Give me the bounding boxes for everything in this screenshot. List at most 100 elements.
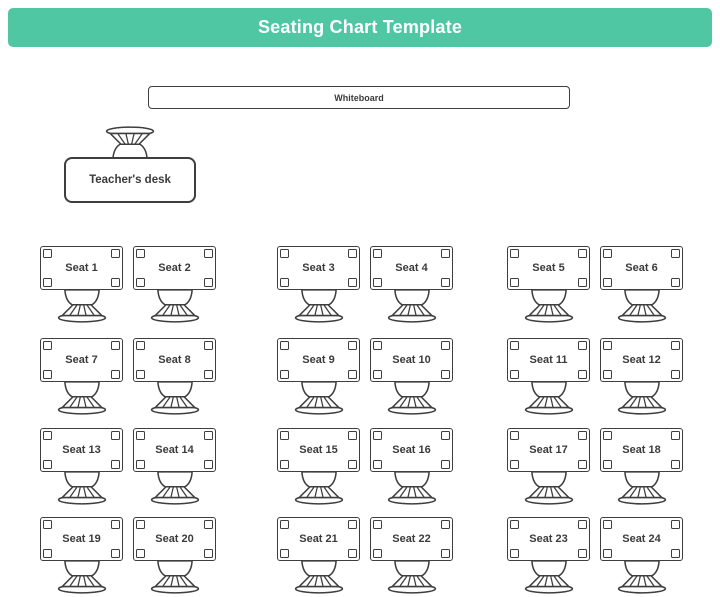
seat-group: Seat 11 Seat 12 (507, 338, 683, 417)
desk-leg (510, 341, 519, 350)
desk-leg (510, 460, 519, 469)
seat-label: Seat 2 (158, 262, 191, 274)
seat-desk-2[interactable]: Seat 2 (133, 246, 216, 290)
desk-leg (348, 460, 357, 469)
seat-desk-6[interactable]: Seat 6 (600, 246, 683, 290)
desk-leg (43, 460, 52, 469)
desk-leg (204, 278, 213, 287)
chair-icon (294, 471, 343, 505)
seat-desk-23[interactable]: Seat 23 (507, 517, 590, 561)
desk-leg (204, 370, 213, 379)
chair-icon (387, 289, 436, 323)
desk-leg (348, 249, 357, 258)
seat-desk-21[interactable]: Seat 21 (277, 517, 360, 561)
seat-label: Seat 5 (532, 262, 565, 274)
desk-leg (136, 370, 145, 379)
desk-leg (43, 341, 52, 350)
desk-leg (373, 520, 382, 529)
desk-leg (111, 341, 120, 350)
seat-desk-16[interactable]: Seat 16 (370, 428, 453, 472)
desk-leg (510, 520, 519, 529)
desk-leg (578, 341, 587, 350)
chair-icon (57, 381, 106, 415)
desk-leg (280, 520, 289, 529)
desk-leg (136, 341, 145, 350)
seat-desk-22[interactable]: Seat 22 (370, 517, 453, 561)
seat-label: Seat 11 (529, 354, 568, 366)
seat-desk-10[interactable]: Seat 10 (370, 338, 453, 382)
seat-desk-19[interactable]: Seat 19 (40, 517, 123, 561)
seat-group: Seat 9 Seat 10 (277, 338, 453, 417)
desk-leg (373, 278, 382, 287)
seat-desk-24[interactable]: Seat 24 (600, 517, 683, 561)
seat-desk-1[interactable]: Seat 1 (40, 246, 123, 290)
teacher-desk-label: Teacher's desk (89, 174, 171, 186)
desk-leg (136, 520, 145, 529)
desk-leg (603, 278, 612, 287)
seat-desk-9[interactable]: Seat 9 (277, 338, 360, 382)
chair-icon (387, 560, 436, 594)
seat-label: Seat 14 (155, 444, 194, 456)
desk-leg (348, 370, 357, 379)
whiteboard: Whiteboard (148, 86, 570, 109)
desk-leg (441, 370, 450, 379)
teacher-chair-icon (105, 126, 155, 160)
seat-label: Seat 21 (299, 533, 338, 545)
seat-desk-14[interactable]: Seat 14 (133, 428, 216, 472)
desk-leg (578, 431, 587, 440)
desk-leg (204, 249, 213, 258)
seat-unit: Seat 7 (40, 338, 123, 417)
seat-desk-3[interactable]: Seat 3 (277, 246, 360, 290)
chair-icon (617, 471, 666, 505)
seat-desk-8[interactable]: Seat 8 (133, 338, 216, 382)
seat-unit: Seat 16 (370, 428, 453, 507)
seat-label: Seat 15 (299, 444, 338, 456)
header-banner: Seating Chart Template (8, 8, 712, 47)
desk-leg (136, 460, 145, 469)
seat-label: Seat 20 (155, 533, 194, 545)
seat-unit: Seat 23 (507, 517, 590, 596)
chair-icon (150, 381, 199, 415)
desk-leg (373, 549, 382, 558)
seat-unit: Seat 4 (370, 246, 453, 325)
seat-label: Seat 18 (622, 444, 661, 456)
desk-leg (603, 520, 612, 529)
chair-icon (294, 381, 343, 415)
desk-leg (671, 431, 680, 440)
seat-desk-5[interactable]: Seat 5 (507, 246, 590, 290)
desk-leg (280, 460, 289, 469)
seat-desk-15[interactable]: Seat 15 (277, 428, 360, 472)
seat-unit: Seat 24 (600, 517, 683, 596)
desk-leg (603, 431, 612, 440)
seat-unit: Seat 18 (600, 428, 683, 507)
seat-unit: Seat 22 (370, 517, 453, 596)
desk-leg (204, 520, 213, 529)
seat-desk-13[interactable]: Seat 13 (40, 428, 123, 472)
seat-desk-17[interactable]: Seat 17 (507, 428, 590, 472)
desk-leg (578, 249, 587, 258)
seat-label: Seat 13 (62, 444, 101, 456)
desk-leg (671, 278, 680, 287)
desk-leg (603, 341, 612, 350)
page-title: Seating Chart Template (257, 17, 463, 37)
seat-desk-7[interactable]: Seat 7 (40, 338, 123, 382)
desk-leg (603, 549, 612, 558)
seat-desk-11[interactable]: Seat 11 (507, 338, 590, 382)
desk-leg (603, 249, 612, 258)
desk-leg (603, 460, 612, 469)
chair-icon (57, 289, 106, 323)
seat-desk-4[interactable]: Seat 4 (370, 246, 453, 290)
desk-leg (43, 520, 52, 529)
desk-leg (373, 370, 382, 379)
chair-icon (294, 560, 343, 594)
desk-leg (671, 460, 680, 469)
desk-leg (578, 370, 587, 379)
seat-desk-12[interactable]: Seat 12 (600, 338, 683, 382)
seat-desk-20[interactable]: Seat 20 (133, 517, 216, 561)
desk-leg (280, 341, 289, 350)
desk-leg (373, 460, 382, 469)
desk-leg (578, 460, 587, 469)
desk-leg (373, 341, 382, 350)
seat-desk-18[interactable]: Seat 18 (600, 428, 683, 472)
